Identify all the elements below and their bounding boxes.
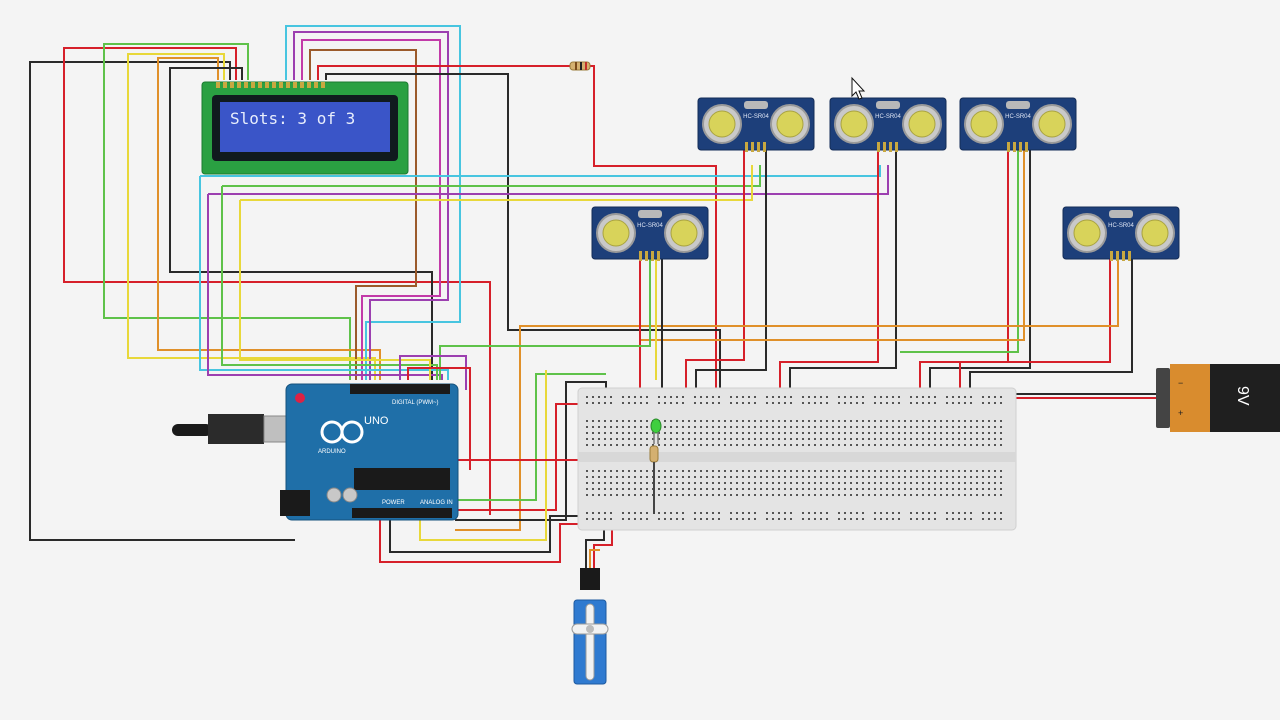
wire-green[interactable]: [221, 186, 438, 380]
wire-red[interactable]: [407, 367, 471, 470]
wire-red[interactable]: [590, 65, 717, 392]
sensor-label: HC-SR04: [1108, 223, 1134, 229]
sensor-label: HC-SR04: [1005, 114, 1031, 120]
ultrasonic-sensor[interactable]: HC-SR04: [1062, 206, 1180, 261]
wire-yellow[interactable]: [127, 53, 376, 380]
battery-voltage-label: 9V: [1234, 386, 1251, 406]
lcd-pins: [216, 82, 325, 88]
sensor-label: HC-SR04: [743, 114, 769, 120]
arduino-analog-label: ANALOG IN: [420, 500, 453, 506]
lcd-text: Slots: 3 of 3: [230, 109, 355, 128]
ultrasonic-sensor[interactable]: HC-SR04: [697, 97, 815, 152]
servo-motor-icon[interactable]: [571, 568, 609, 685]
wire-purple[interactable]: [207, 194, 443, 380]
wire-red[interactable]: [919, 150, 1009, 392]
wire-green[interactable]: [455, 373, 606, 501]
resistor-icon[interactable]: [569, 61, 591, 71]
sensor-label: HC-SR04: [875, 114, 901, 120]
wire-black[interactable]: [969, 258, 1133, 392]
wire-orange[interactable]: [455, 258, 1119, 531]
wire-green[interactable]: [103, 43, 351, 380]
wire-red[interactable]: [959, 258, 1111, 392]
wire-green[interactable]: [900, 150, 1019, 353]
wire-orange[interactable]: [157, 57, 381, 380]
wire-brown[interactable]: [309, 49, 417, 380]
breadboard-holes: [586, 396, 1002, 520]
ultrasonic-sensor[interactable]: HC-SR04: [959, 97, 1077, 152]
wire-green[interactable]: [439, 258, 651, 380]
wire-green[interactable]: [222, 165, 761, 187]
battery-minus-label: −: [1178, 378, 1183, 388]
arduino-power-label: POWER: [382, 500, 405, 506]
wire-black[interactable]: [789, 150, 897, 392]
breadboard[interactable]: [577, 387, 1017, 531]
resistor-icon[interactable]: [649, 445, 659, 514]
wire-purple[interactable]: [293, 31, 449, 380]
wire-orange[interactable]: [589, 549, 600, 570]
wire-yellow[interactable]: [240, 165, 753, 201]
arduino-model-label: UNO: [364, 415, 389, 427]
wire-black[interactable]: [695, 150, 767, 392]
wire-magenta[interactable]: [301, 39, 441, 380]
wire-cyan[interactable]: [199, 176, 449, 380]
wire-red[interactable]: [63, 47, 491, 515]
wire-yellow[interactable]: [419, 370, 547, 541]
arduino-digital-label: DIGITAL (PWM~): [392, 400, 439, 406]
battery-9v[interactable]: − + 9V: [1156, 364, 1280, 432]
led-icon[interactable]: [650, 418, 662, 444]
wire-cyan[interactable]: [200, 165, 881, 177]
wire-purple[interactable]: [208, 165, 889, 195]
arduino-brand-label: ARDUINO: [318, 449, 346, 455]
wire-cyan[interactable]: [285, 25, 461, 380]
mouse-cursor-icon: [851, 76, 866, 100]
battery-plus-label: +: [1178, 408, 1183, 418]
wire-purple[interactable]: [399, 355, 467, 390]
ultrasonic-sensor[interactable]: HC-SR04: [829, 97, 947, 152]
sensor-label: HC-SR04: [637, 223, 663, 229]
wire-red[interactable]: [779, 150, 879, 392]
wire-black[interactable]: [929, 150, 1031, 392]
wire-red[interactable]: [685, 150, 745, 392]
arduino-uno[interactable]: UNO ARDUINO DIGITAL (PWM~) POWER ANALOG …: [172, 383, 459, 521]
wire-black[interactable]: [169, 67, 433, 380]
ultrasonic-sensor[interactable]: HC-SR04: [591, 206, 709, 261]
wire-red[interactable]: [379, 515, 606, 563]
wire-yellow[interactable]: [239, 200, 431, 380]
lcd-module[interactable]: Slots: 3 of 3: [201, 81, 409, 175]
wire-black[interactable]: [389, 515, 606, 553]
wire-red[interactable]: [317, 65, 570, 80]
